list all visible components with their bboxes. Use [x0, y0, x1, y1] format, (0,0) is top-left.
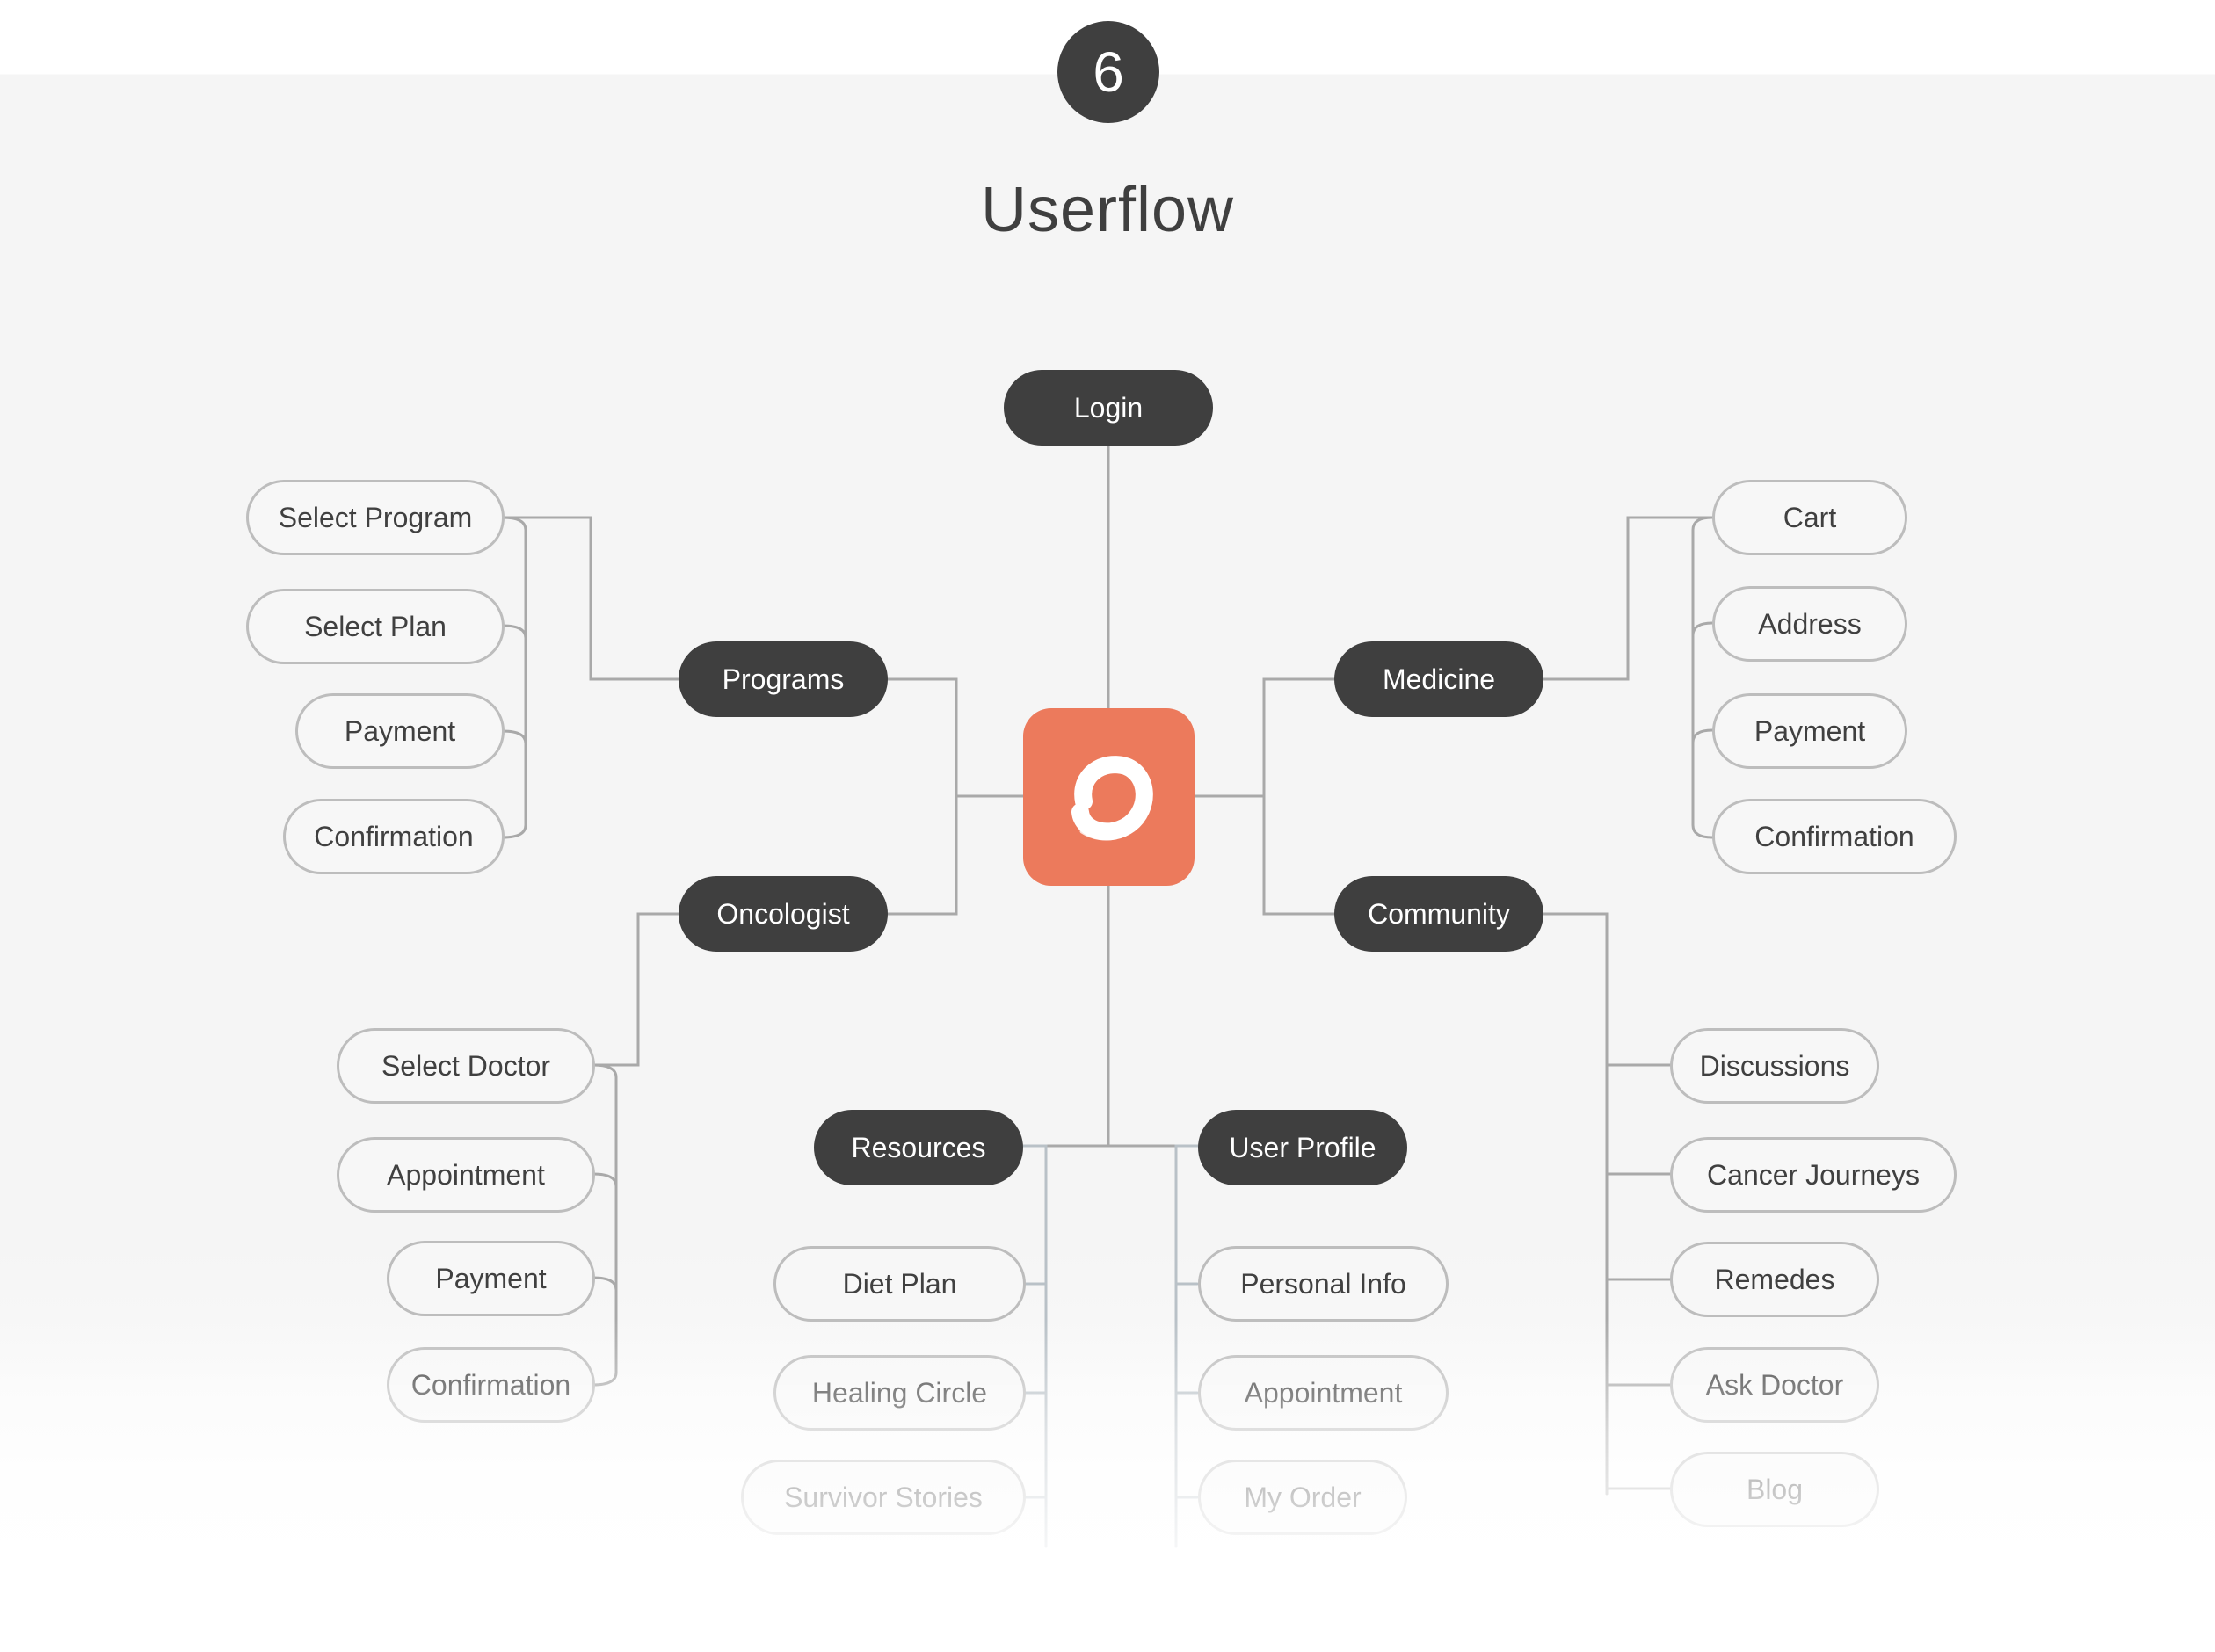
node-programs-payment[interactable]: Payment — [295, 693, 505, 769]
link-programs-tick-3 — [501, 729, 527, 745]
link-medicine-tick-3 — [1691, 728, 1714, 744]
link-hub-oncologist — [884, 794, 958, 916]
node-oncologist-payment[interactable]: Payment — [387, 1241, 595, 1316]
node-oncologist[interactable]: Oncologist — [679, 876, 888, 952]
node-user-profile-appointment[interactable]: Appointment — [1198, 1355, 1449, 1431]
node-user-profile-personal-info[interactable]: Personal Info — [1198, 1246, 1449, 1322]
node-medicine-address[interactable]: Address — [1712, 586, 1907, 662]
node-resources-healing-circle[interactable]: Healing Circle — [773, 1355, 1026, 1431]
link-programs-bus — [501, 516, 680, 681]
link-resources-bus — [1020, 1144, 1048, 1548]
node-resources-survivor-stories[interactable]: Survivor Stories — [741, 1460, 1026, 1535]
link-oncologist-tick-3 — [592, 1276, 618, 1292]
node-login[interactable]: Login — [1004, 370, 1213, 446]
node-medicine-confirmation[interactable]: Confirmation — [1712, 799, 1957, 874]
link-medicine-bracket — [1691, 516, 1714, 839]
node-medicine[interactable]: Medicine — [1334, 641, 1543, 717]
node-programs-select-program[interactable]: Select Program — [246, 480, 505, 555]
node-community[interactable]: Community — [1334, 876, 1543, 952]
node-programs[interactable]: Programs — [679, 641, 888, 717]
hub-app-logo — [1023, 708, 1195, 886]
node-community-remedes[interactable]: Remedes — [1670, 1242, 1879, 1317]
node-oncologist-appointment[interactable]: Appointment — [337, 1137, 595, 1213]
link-community-bus — [1540, 912, 1609, 1496]
step-number-badge: 6 — [1057, 21, 1159, 123]
step-number: 6 — [1093, 40, 1124, 104]
page-title: Userflow — [980, 175, 1235, 245]
node-oncologist-confirmation[interactable]: Confirmation — [387, 1347, 595, 1423]
link-programs-tick-2 — [501, 624, 527, 640]
link-medicine-tick-2 — [1691, 621, 1714, 637]
link-oncologist-bus — [592, 912, 680, 1067]
node-medicine-payment[interactable]: Payment — [1712, 693, 1907, 769]
node-programs-select-plan[interactable]: Select Plan — [246, 589, 505, 664]
link-user-profile-bus — [1174, 1144, 1200, 1548]
link-oncologist-bracket — [592, 1063, 618, 1387]
node-oncologist-select-doctor[interactable]: Select Doctor — [337, 1028, 595, 1104]
node-resources-diet-plan[interactable]: Diet Plan — [773, 1246, 1026, 1322]
node-community-discussions[interactable]: Discussions — [1670, 1028, 1879, 1104]
node-community-blog[interactable]: Blog — [1670, 1452, 1879, 1527]
link-medicine-bus — [1540, 516, 1714, 681]
link-hub-community — [1262, 794, 1336, 916]
link-hub-medicine — [1193, 677, 1336, 798]
node-community-ask-doctor[interactable]: Ask Doctor — [1670, 1347, 1879, 1423]
node-medicine-cart[interactable]: Cart — [1712, 480, 1907, 555]
node-resources[interactable]: Resources — [814, 1110, 1023, 1185]
link-programs-bracket — [501, 516, 527, 839]
node-community-cancer-journeys[interactable]: Cancer Journeys — [1670, 1137, 1957, 1213]
link-hub-programs — [884, 677, 1025, 798]
node-programs-confirmation[interactable]: Confirmation — [283, 799, 505, 874]
link-oncologist-tick-2 — [592, 1172, 618, 1188]
brush-circle-logo-icon — [1071, 756, 1153, 841]
node-user-profile[interactable]: User Profile — [1198, 1110, 1407, 1185]
node-user-profile-my-order[interactable]: My Order — [1198, 1460, 1407, 1535]
